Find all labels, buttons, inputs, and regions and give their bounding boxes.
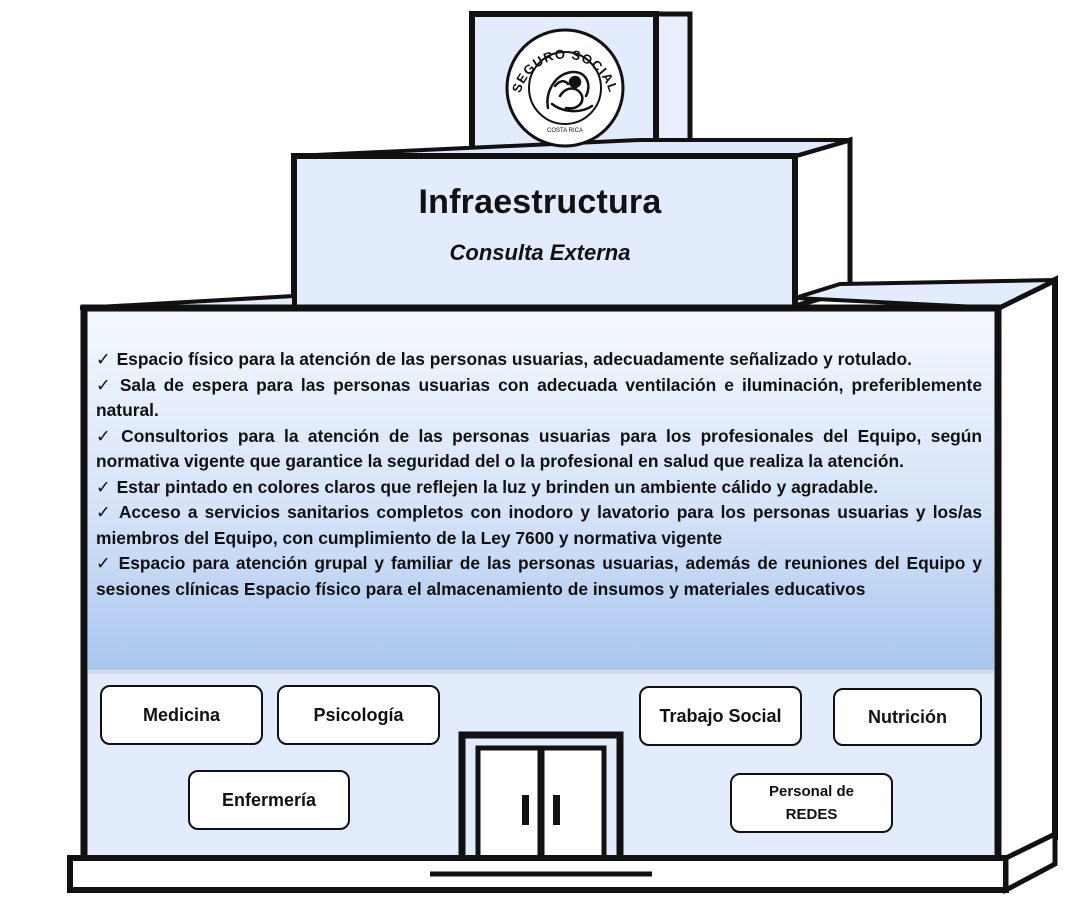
service-enfermeria: Enfermería [188,770,350,830]
seal-figure-icon [546,70,594,113]
service-nutricion: Nutrición [833,688,982,746]
requirement-item: ✓Estar pintado en colores claros que ref… [96,476,879,497]
door-left-handle [522,795,529,825]
requirement-item: ✓Acceso a servicios sanitarios completos… [96,502,982,548]
checkmark-icon: ✓ [96,553,113,573]
requirement-item: ✓Espacio para atención grupal y familiar… [96,553,982,599]
requirement-item: ✓Espacio físico para la atención de las … [96,349,912,369]
service-personal-redes: Personal de REDES [730,773,893,833]
service-medicina: Medicina [100,685,263,745]
service-psicologia: Psicología [277,685,440,745]
service-trabajo-social: Trabajo Social [639,686,802,746]
checkmark-icon: ✓ [96,502,113,522]
requirement-item: ✓Sala de espera para las personas usuari… [96,374,983,421]
checkmark-icon: ✓ [96,476,111,497]
building-subtitle: Consulta Externa [449,240,631,265]
door-right-handle [553,795,560,825]
requirement-item: ✓Consultorios para la atención de las pe… [96,425,982,472]
requirements-banner [88,312,994,670]
checkmark-icon: ✓ [96,349,111,369]
building-title: Infraestructura [418,183,662,221]
requirements-list: ✓Espacio físico para la atención de las … [96,347,982,602]
seal-subtext: COSTA RICA [547,128,583,134]
checkmark-icon: ✓ [96,425,116,446]
base-side [1003,829,1058,895]
checkmark-icon: ✓ [96,374,114,395]
middle-block-front [291,153,798,311]
